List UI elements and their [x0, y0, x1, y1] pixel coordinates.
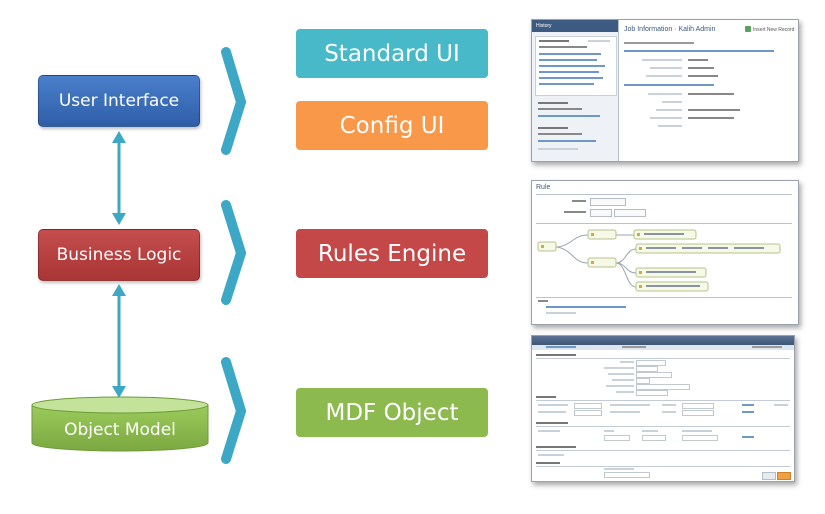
- rule-name-field[interactable]: [590, 198, 626, 206]
- user-interface-box: User Interface: [38, 75, 200, 127]
- chevron-right-icon: [221, 357, 247, 464]
- object-model-label: Object Model: [64, 420, 176, 440]
- business-logic-label: Business Logic: [56, 245, 182, 265]
- business-logic-box: Business Logic: [38, 229, 200, 281]
- config-ui-label: Config UI: [339, 112, 445, 139]
- rule-title: Rule: [536, 184, 551, 191]
- history-panel: History: [532, 20, 619, 161]
- mdf-object-box: MDF Object: [296, 388, 488, 437]
- standard-ui-box: Standard UI: [296, 29, 488, 78]
- arrowhead-up-icon: [112, 131, 126, 143]
- arrowhead-down-icon: [112, 386, 126, 398]
- insert-record-link[interactable]: Insert New Record: [753, 27, 795, 33]
- rules-engine-label: Rules Engine: [317, 240, 467, 267]
- config-ui-box: Config UI: [296, 101, 488, 150]
- history-title: History: [536, 23, 552, 29]
- object-model-cylinder: [31, 396, 209, 452]
- mdf-window-header: [532, 336, 794, 345]
- rule-flow-tree: [537, 229, 781, 292]
- arrowhead-up-icon: [112, 284, 126, 296]
- user-interface-label: User Interface: [58, 91, 180, 111]
- chevron-right-icon: [221, 200, 247, 305]
- cancel-button[interactable]: [762, 472, 776, 480]
- job-information-screenshot: History Job Information · Kalih Admin In…: [531, 19, 799, 162]
- save-button[interactable]: [777, 472, 791, 480]
- base-object-field[interactable]: [590, 209, 612, 217]
- base-object-select[interactable]: [614, 209, 646, 217]
- rules-engine-box: Rules Engine: [296, 229, 488, 278]
- standard-ui-label: Standard UI: [324, 40, 460, 67]
- rules-editor-screenshot: Rule: [531, 180, 799, 325]
- mdf-object-label: MDF Object: [325, 399, 459, 426]
- arrowhead-down-icon: [112, 213, 126, 225]
- chevron-right-icon: [221, 47, 247, 155]
- history-header: History: [532, 20, 618, 32]
- mdf-object-screenshot: [531, 335, 795, 482]
- job-information-title: Job Information · Kalih Admin: [624, 26, 716, 33]
- add-icon[interactable]: [745, 26, 751, 32]
